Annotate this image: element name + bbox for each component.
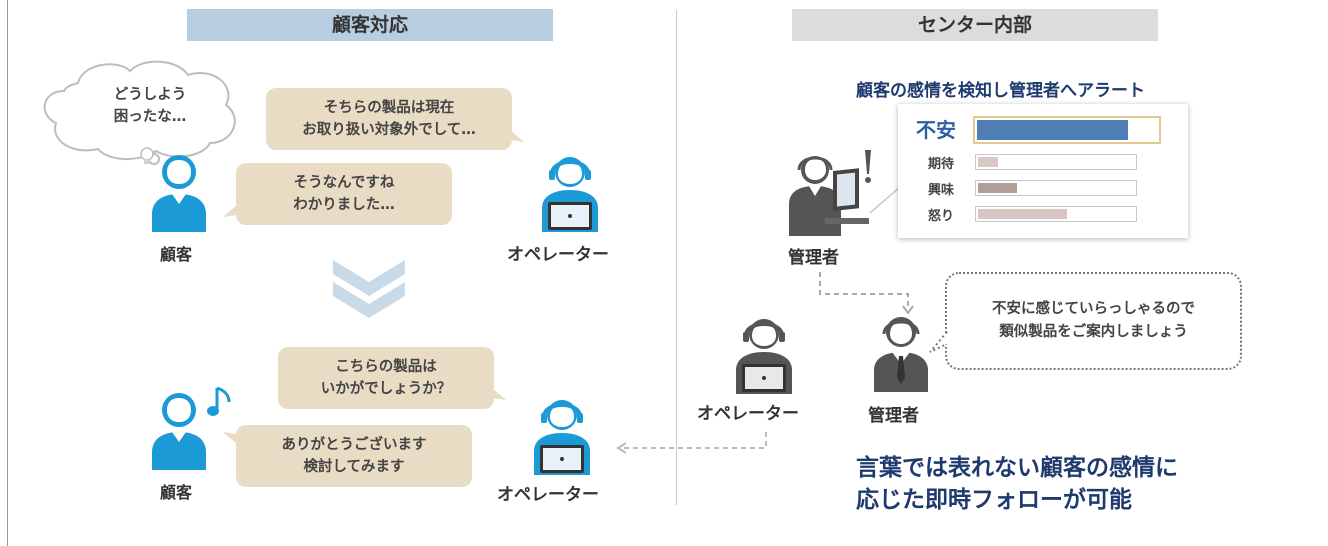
emotion-label-2: 興味 — [928, 183, 955, 198]
bubble-tail — [510, 130, 524, 142]
emotion-bar-3 — [978, 209, 1067, 219]
operator-label-right: オペレーター — [697, 404, 799, 424]
customer-label-2: 顧客 — [160, 483, 193, 502]
bubble-tail — [223, 432, 237, 444]
emotion-label-1: 期待 — [928, 157, 955, 172]
double-chevron-down-icon — [333, 260, 405, 318]
operator-message-1-line-2: お取り扱い対象外でして… — [302, 122, 476, 138]
connector-line — [869, 186, 901, 214]
right-header: センター内部 — [792, 9, 1158, 41]
bubble-tail — [223, 205, 237, 217]
customer-person-icon — [152, 155, 206, 232]
emotion-bar-frame-3 — [975, 206, 1137, 222]
customer-message-2: ありがとうございます 検討してみます — [236, 425, 472, 487]
emotion-bar-frame-1 — [975, 154, 1137, 170]
customer-label-1: 顧客 — [160, 245, 193, 264]
manager-label-1: 管理者 — [788, 248, 839, 268]
operator-headset-icon — [534, 400, 590, 475]
operator-message-2-line-2: いかがでしょうか？ — [320, 381, 452, 397]
operator-message-1: そちらの製品は現在 お取り扱い対象外でして… — [266, 88, 512, 150]
operator-label-1: オペレーター — [507, 245, 609, 265]
dashed-arrow-left — [616, 432, 767, 454]
thought-line-2: 困ったな… — [113, 109, 187, 125]
conclusion-line-1: 言葉では表れない顧客の感情に — [856, 455, 1178, 481]
customer-person-icon — [152, 393, 206, 470]
left-border — [7, 0, 8, 546]
customer-message-2-line-1: ありがとうございます — [281, 437, 427, 453]
operator-headset-icon — [542, 157, 598, 232]
operator-message-1-line-1: そちらの製品は現在 — [323, 100, 455, 116]
alert-title: 顧客の感情を検知し管理者へアラート — [856, 81, 1145, 101]
customer-message-1-line-2: わかりました… — [293, 197, 395, 213]
dashed-arrow — [819, 272, 914, 314]
center-divider — [676, 10, 677, 505]
emotion-bar-0 — [977, 120, 1128, 140]
emotion-label-0: 不安 — [916, 118, 956, 142]
conclusion: 言葉では表れない顧客の感情に 応じた即時フォローが可能 — [856, 452, 1178, 516]
manager-label-2: 管理者 — [868, 406, 919, 426]
customer-message-1: そうなんですね わかりました… — [236, 163, 452, 225]
advice-line-1: 不安に感じていらっしゃるので — [992, 301, 1195, 317]
advice-bubble: 不安に感じていらっしゃるので 類似製品をご案内しましょう — [945, 272, 1242, 370]
emotion-label-3: 怒り — [928, 209, 955, 224]
thought-cloud-icon — [43, 60, 236, 165]
bubble-tail — [929, 331, 948, 353]
operator-message-2: こちらの製品は いかがでしょうか？ — [278, 347, 494, 409]
bubble-tail — [492, 388, 506, 400]
conclusion-line-2: 応じた即時フォローが可能 — [856, 487, 1132, 513]
emotion-bar-frame-0 — [973, 116, 1161, 144]
advice-line-2: 類似製品をご案内しましょう — [999, 324, 1188, 340]
operator-label-2: オペレーター — [497, 485, 599, 505]
left-header: 顧客対応 — [187, 9, 553, 41]
thought-line-1: どうしよう — [113, 87, 187, 103]
emotion-bar-frame-2 — [975, 180, 1137, 196]
customer-message-2-line-2: 検討してみます — [303, 459, 405, 475]
customer-message-1-line-1: そうなんですね — [293, 175, 395, 191]
lightbulb-icon — [140, 147, 154, 164]
music-note-icon — [207, 386, 231, 416]
operator-headset-icon — [736, 319, 792, 394]
manager-person-icon — [874, 317, 928, 392]
manager-desk-icon — [789, 150, 871, 236]
operator-message-2-line-1: こちらの製品は — [335, 359, 437, 375]
emotion-bar-1 — [978, 157, 998, 167]
emotion-bar-2 — [978, 183, 1017, 193]
thought-text: どうしよう 困ったな… — [70, 84, 230, 128]
